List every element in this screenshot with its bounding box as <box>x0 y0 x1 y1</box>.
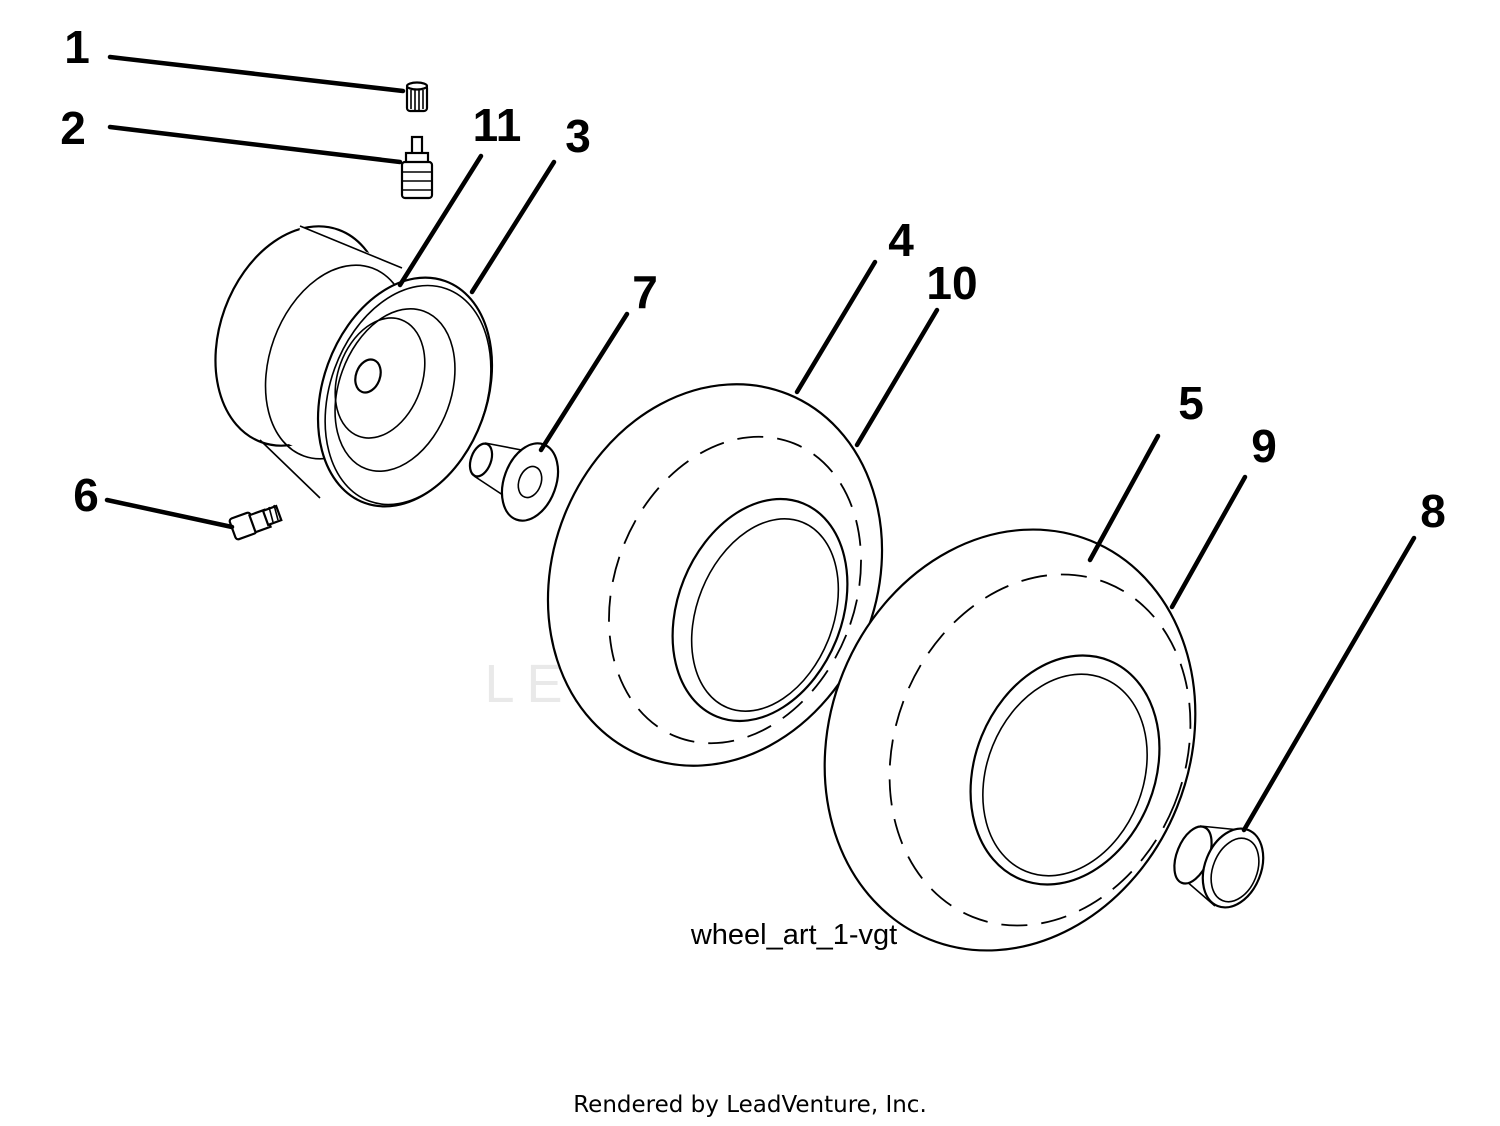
diagram-caption: wheel_art_1-vgt <box>690 919 897 951</box>
part-rim <box>214 225 494 508</box>
callout-8: 8 <box>1420 485 1446 537</box>
callout-1: 1 <box>64 21 90 73</box>
part-tire-rear <box>823 528 1197 952</box>
callout-6: 6 <box>73 469 99 521</box>
callout-5: 5 <box>1178 377 1204 429</box>
callout-3: 3 <box>565 110 591 162</box>
callout-4: 4 <box>888 214 914 266</box>
footer-credit: Rendered by LeadVenture, Inc. <box>573 1092 927 1118</box>
leader-line-2 <box>107 124 403 165</box>
part-valve-cap <box>405 81 429 113</box>
leader-line-5 <box>1087 433 1161 563</box>
leader-line-1 <box>107 54 406 94</box>
leader-lines <box>104 54 1417 833</box>
callouts: 1 2 3 4 5 6 7 8 9 10 11 <box>60 21 1446 537</box>
callout-7: 7 <box>632 266 658 318</box>
leader-line-7 <box>538 311 630 453</box>
callout-2: 2 <box>60 102 86 154</box>
callout-9: 9 <box>1251 420 1277 472</box>
leader-line-10 <box>854 307 940 448</box>
part-valve-stem <box>400 135 434 200</box>
leader-line-6 <box>104 497 235 530</box>
leader-line-4 <box>794 259 878 395</box>
callout-11: 11 <box>473 99 522 151</box>
part-grease-fitting <box>228 504 283 541</box>
leader-line-9 <box>1169 474 1248 610</box>
callout-10: 10 <box>926 257 977 309</box>
part-hub-cap <box>1173 825 1265 909</box>
leader-line-11 <box>397 153 484 288</box>
leader-line-3 <box>469 159 557 295</box>
part-bushing <box>468 440 560 522</box>
part-tire-front <box>546 383 884 767</box>
leader-line-8 <box>1241 535 1417 833</box>
